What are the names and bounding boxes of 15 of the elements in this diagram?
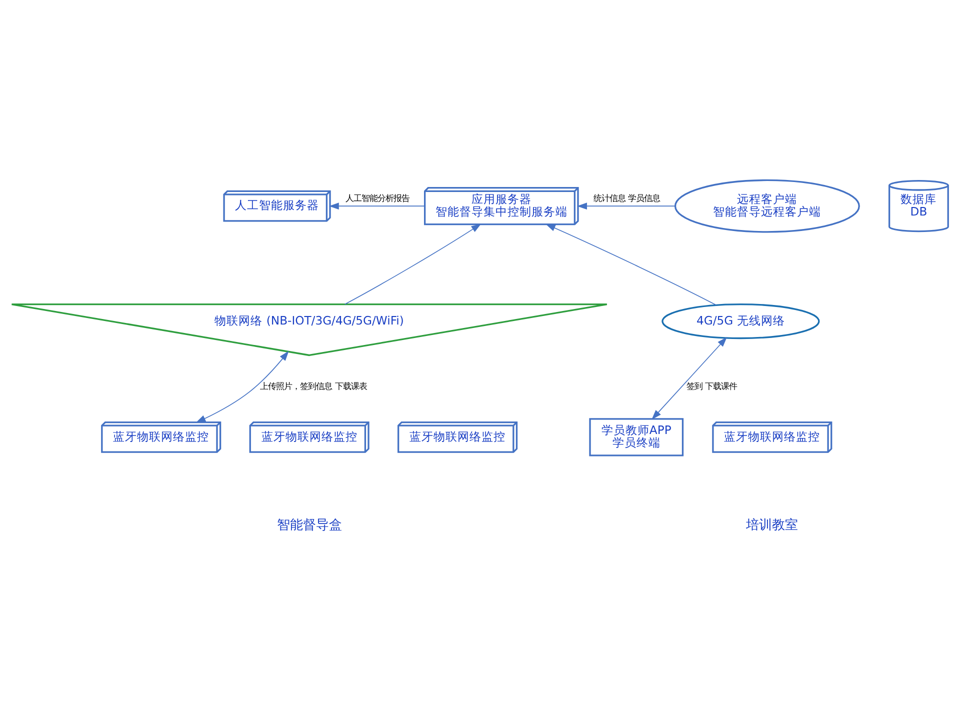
arrow [328, 202, 426, 210]
arrow [545, 223, 717, 306]
arrow [196, 350, 289, 422]
arrow [577, 202, 676, 210]
edge-label: 统计信息 学员信息 [593, 192, 660, 203]
edge-label: 上传照片，签到信息 下载课表 [260, 380, 367, 391]
label: 智能督导盒 [276, 517, 342, 532]
edge-label: 签到 下载课件 [686, 380, 738, 391]
arrow [344, 223, 482, 304]
node-ellipse: 远程客户端 智能督导远程客户端 [674, 178, 860, 232]
arrow [652, 336, 728, 420]
node-box: 学员教师APP 学员终端 [589, 418, 684, 456]
node-ellipse: 4G/5G 无线网络 [662, 302, 820, 339]
edge-label: 人工智能分析报告 [345, 192, 410, 203]
label: 培训教室 [746, 517, 798, 532]
